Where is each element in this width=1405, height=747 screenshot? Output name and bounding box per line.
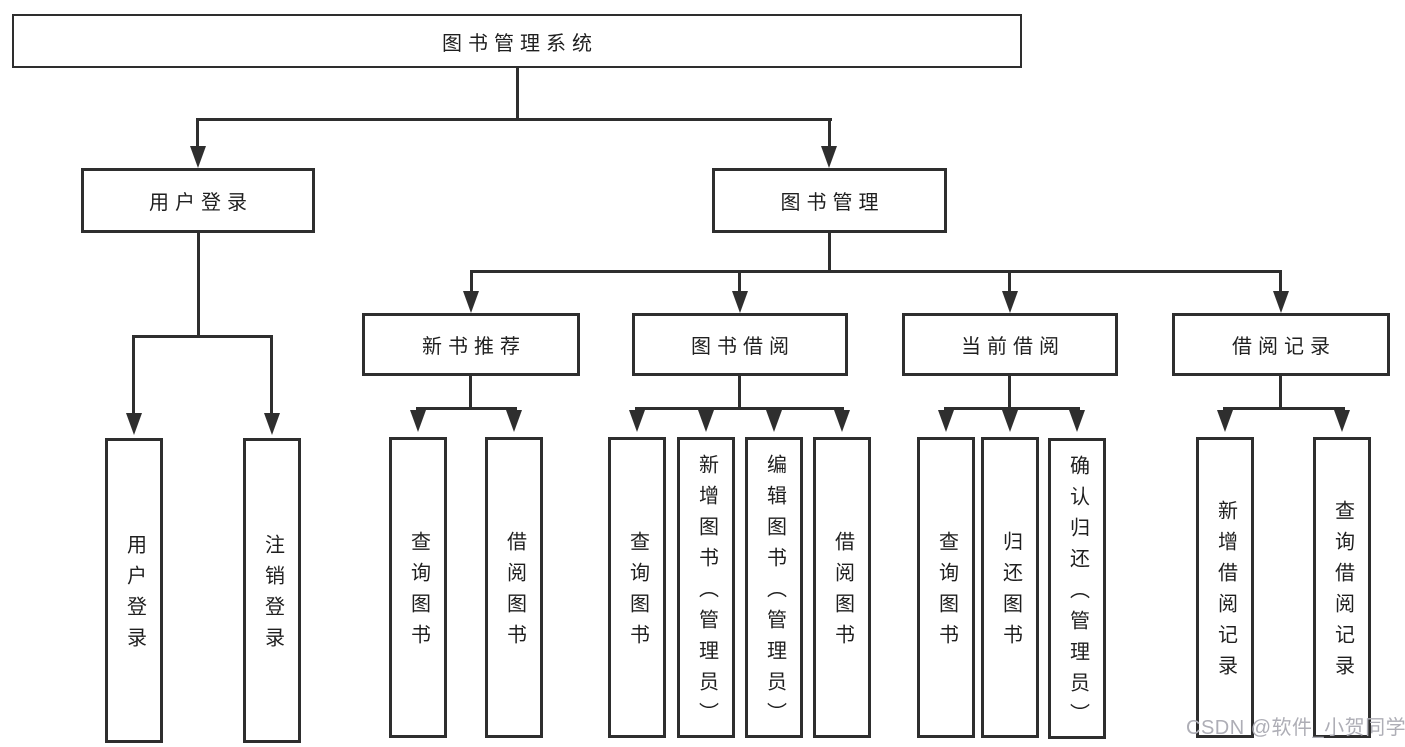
connector-line — [470, 273, 473, 292]
node-label: 借阅图书 — [503, 531, 526, 655]
node-borrow-records: 借阅记录 — [1172, 313, 1390, 376]
node-label: 用户登录 — [123, 534, 146, 658]
node-borrow-books: 借阅图书 — [813, 437, 871, 738]
node-borrow-books: 借阅图书 — [485, 437, 543, 738]
arrow-down-icon — [126, 413, 142, 435]
connector-line — [738, 376, 741, 410]
arrow-down-icon — [766, 410, 782, 432]
node-label: 编辑图书（管理员） — [763, 453, 786, 733]
arrow-down-icon — [1334, 410, 1350, 432]
node-current-borrowing: 当前借阅 — [902, 313, 1118, 376]
connector-line — [132, 335, 273, 338]
arrow-down-icon — [506, 410, 522, 432]
arrow-down-icon — [264, 413, 280, 435]
arrow-down-icon — [938, 410, 954, 432]
node-new-book-recommend: 新书推荐 — [362, 313, 580, 376]
arrow-down-icon — [732, 291, 748, 313]
node-label: 借阅图书 — [831, 531, 854, 655]
node-label: 当前借阅 — [961, 336, 1065, 358]
node-add-book-admin: 新增图书（管理员） — [677, 437, 735, 738]
connector-line — [196, 118, 832, 121]
connector-line — [1008, 273, 1011, 292]
connector-line — [196, 121, 199, 147]
node-book-borrowing: 图书借阅 — [632, 313, 848, 376]
node-label: 借阅记录 — [1232, 336, 1336, 358]
arrow-down-icon — [1069, 410, 1085, 432]
node-label: 查询图书 — [626, 531, 649, 655]
arrow-down-icon — [698, 410, 714, 432]
node-label: 新增借阅记录 — [1214, 500, 1237, 686]
arrow-down-icon — [1002, 291, 1018, 313]
node-return-book: 归还图书 — [981, 437, 1039, 738]
connector-line — [1008, 376, 1011, 410]
arrow-down-icon — [410, 410, 426, 432]
node-logout: 注销登录 — [243, 438, 301, 743]
node-edit-book-admin: 编辑图书（管理员） — [745, 437, 803, 738]
node-query-books: 查询图书 — [608, 437, 666, 738]
connector-line — [1223, 407, 1345, 410]
node-query-books: 查询图书 — [389, 437, 447, 738]
connector-line — [516, 68, 519, 121]
node-confirm-return-admin: 确认归还（管理员） — [1048, 438, 1106, 739]
arrow-down-icon — [463, 291, 479, 313]
connector-line — [470, 270, 1282, 273]
connector-line — [197, 233, 200, 338]
node-label: 注销登录 — [261, 534, 284, 658]
arrow-down-icon — [821, 146, 837, 168]
node-label: 查询借阅记录 — [1331, 500, 1354, 686]
node-label: 查询图书 — [935, 531, 958, 655]
arrow-down-icon — [1002, 410, 1018, 432]
connector-line — [1279, 273, 1282, 292]
connector-line — [738, 273, 741, 292]
node-query-books: 查询图书 — [917, 437, 975, 738]
node-add-borrow-record: 新增借阅记录 — [1196, 437, 1254, 738]
node-label: 确认归还（管理员） — [1066, 454, 1089, 734]
connector-line — [944, 407, 1080, 410]
arrow-down-icon — [1217, 410, 1233, 432]
node-book-management: 图书管理 — [712, 168, 947, 233]
connector-line — [270, 338, 273, 414]
node-label: 用户登录 — [149, 192, 253, 214]
connector-line — [416, 407, 517, 410]
node-user-login-leaf: 用户登录 — [105, 438, 163, 743]
node-label: 查询图书 — [407, 531, 430, 655]
node-user-login: 用户登录 — [81, 168, 315, 233]
arrow-down-icon — [834, 410, 850, 432]
arrow-down-icon — [190, 146, 206, 168]
node-query-borrow-record: 查询借阅记录 — [1313, 437, 1371, 738]
node-library-system: 图书管理系统 — [12, 14, 1022, 68]
watermark: CSDN @软件_小贺同学 — [1186, 717, 1405, 739]
arrow-down-icon — [629, 410, 645, 432]
node-label: 归还图书 — [999, 531, 1022, 655]
connector-line — [469, 376, 472, 410]
connector-line — [828, 233, 831, 273]
node-label: 新书推荐 — [422, 336, 526, 358]
connector-line — [635, 407, 844, 410]
node-label: 图书借阅 — [691, 336, 795, 358]
connector-line — [132, 338, 135, 414]
arrow-down-icon — [1273, 291, 1289, 313]
node-label: 图书管理系统 — [442, 32, 598, 55]
connector-line — [1279, 376, 1282, 410]
node-label: 图书管理 — [780, 192, 885, 214]
node-label: 新增图书（管理员） — [695, 453, 718, 733]
connector-line — [828, 121, 831, 147]
